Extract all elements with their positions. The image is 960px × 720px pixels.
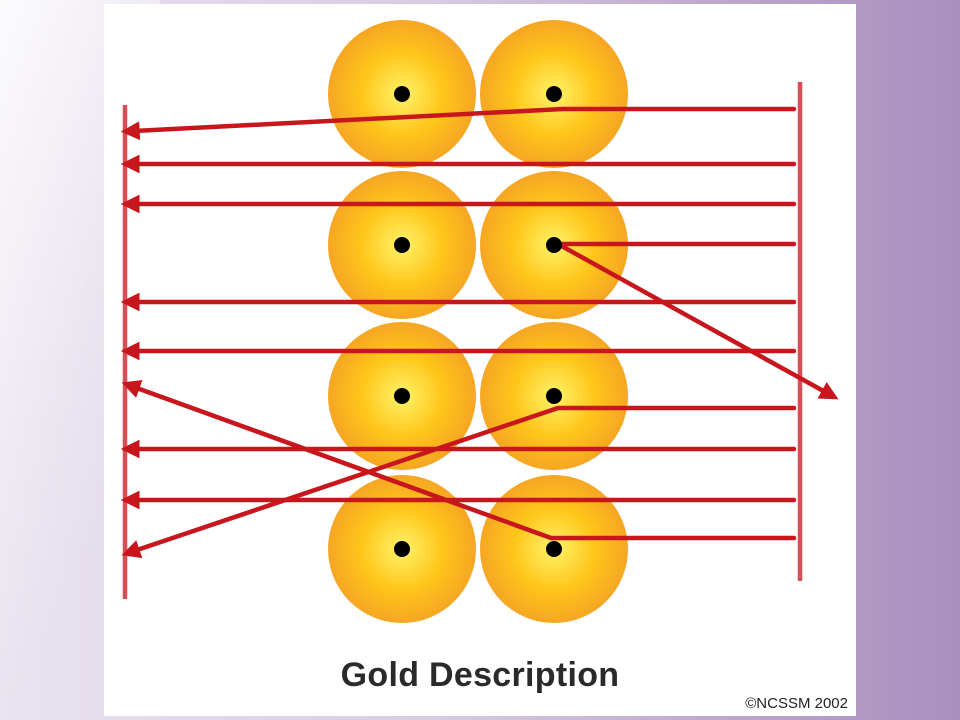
nucleus	[546, 388, 562, 404]
ray-deflected	[121, 380, 797, 541]
nucleus	[394, 86, 410, 102]
nucleus	[546, 541, 562, 557]
nucleus	[546, 237, 562, 253]
diagram-caption: Gold Description	[340, 656, 620, 694]
ray-passed	[120, 106, 797, 141]
nuclei	[394, 86, 562, 557]
nucleus	[394, 388, 410, 404]
ray-deflected	[121, 405, 797, 559]
nucleus	[394, 541, 410, 557]
gold-foil-scattering-diagram	[120, 20, 839, 623]
alpha-particle-rays	[120, 106, 839, 559]
nucleus	[546, 86, 562, 102]
atom-grid	[328, 20, 628, 623]
diagram-panel: Gold Description ©NCSSM 2002	[104, 4, 856, 716]
copyright-notice: ©NCSSM 2002	[745, 695, 848, 712]
nucleus	[394, 237, 410, 253]
